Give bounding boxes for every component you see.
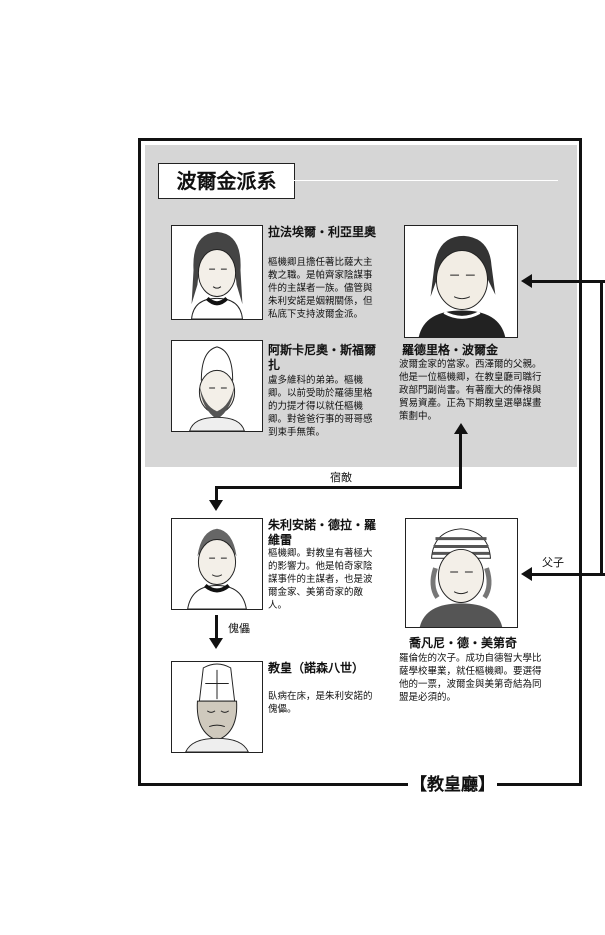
giuliano-name: 朱利安諾‧德拉‧羅維雷	[268, 518, 377, 547]
ascanio-portrait	[171, 340, 263, 432]
pope-name: 教皇（諾森八世）	[268, 661, 365, 675]
rival-vertical-line	[459, 432, 462, 488]
papal-curia-frame	[138, 138, 582, 786]
rodrigo-description: 波爾金家的當家。西澤爾的父親。他是一位樞機卿，在教皇廳司職行政部門副尚書。有著龐…	[399, 359, 542, 422]
giuliano-description: 樞機卿。對教皇有著極大的影響力。他是帕奇家陰謀事件的主謀者，也是波爾金家、美第奇…	[268, 548, 373, 611]
raffaele-name: 拉法埃爾‧利亞里奧	[268, 225, 377, 239]
puppet-line	[215, 615, 218, 641]
giovanni-name: 喬凡尼‧德‧美第奇	[409, 636, 518, 650]
rival-horizontal-line	[215, 486, 462, 489]
giovanni-description: 羅倫佐的次子。成功自德智大學比薩學校畢業，就任樞機卿。要選得他的一票，波爾金與美…	[399, 653, 542, 703]
rival-down-line	[215, 486, 218, 502]
ascanio-description: 盧多維科的弟弟。樞機卿。以前受助於羅德里格的力提才得以就任樞機卿。對爸爸行事的哥…	[268, 375, 373, 438]
arrowhead-rival-up	[454, 423, 468, 434]
raffaele-description: 樞機卿且擔任著比薩大主教之職。是帕齊家陰謀事件的主謀者一族。儘管與朱利安諾是姻親…	[268, 257, 373, 320]
puppet-label: 傀儡	[226, 622, 252, 636]
rival-label: 宿敵	[328, 471, 354, 485]
arrowhead-rival-down	[209, 500, 223, 511]
ascanio-name: 阿斯卡尼奧‧斯福爾扎	[268, 343, 377, 372]
arrowhead-rodrigo	[521, 274, 532, 288]
pope-portrait	[171, 661, 263, 753]
giovanni-portrait	[405, 518, 518, 628]
pope-description: 臥病在床，是朱利安諾的傀儡。	[268, 691, 373, 715]
right-edge-link	[600, 280, 603, 576]
rodrigo-portrait	[404, 225, 518, 338]
right-connector-giovanni	[532, 573, 605, 576]
title-underline	[293, 180, 558, 181]
arrowhead-puppet	[209, 638, 223, 649]
raffaele-portrait	[171, 225, 263, 320]
rodrigo-name: 羅德里格‧波爾金	[402, 343, 499, 357]
father-son-label: 父子	[540, 556, 566, 570]
faction-title: 波爾金派系	[158, 163, 295, 199]
arrowhead-giovanni	[521, 567, 532, 581]
giuliano-portrait	[171, 518, 263, 610]
right-connector-rodrigo	[532, 280, 605, 283]
papal-curia-label: 【教皇廳】	[408, 772, 497, 798]
